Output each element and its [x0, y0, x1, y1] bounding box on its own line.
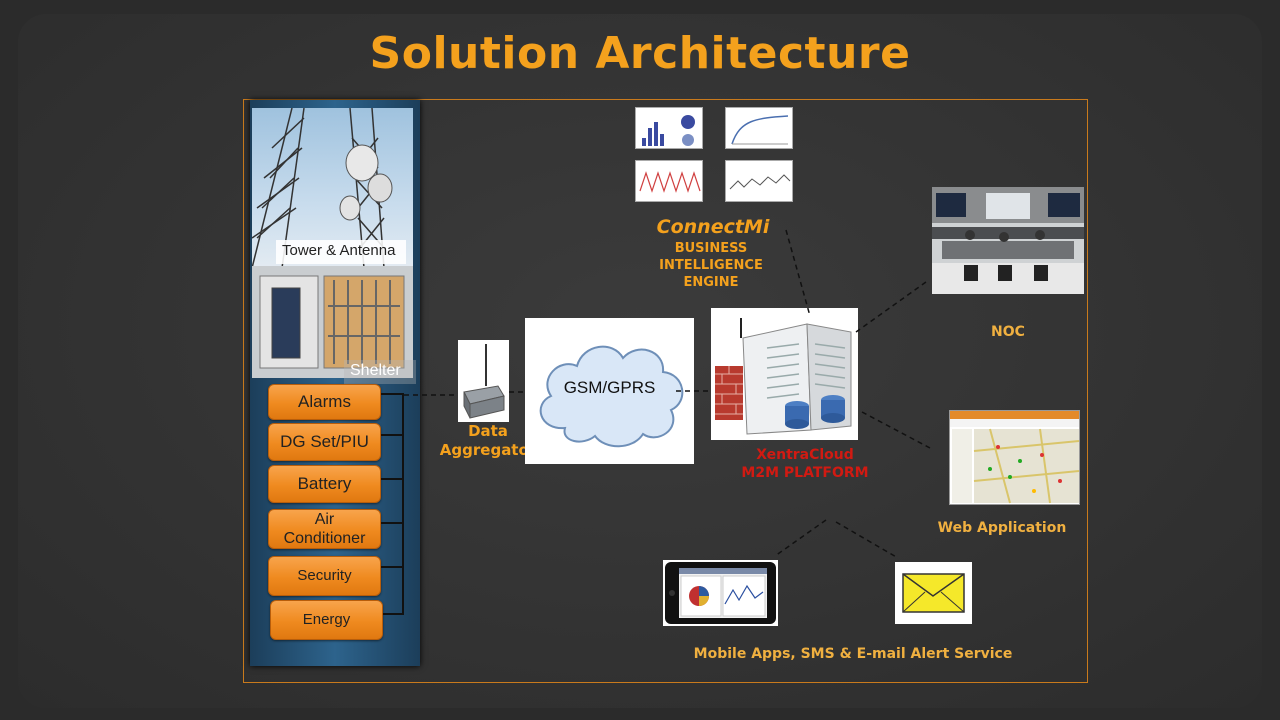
data-aggregator-device	[458, 340, 509, 422]
bus-tick	[381, 478, 403, 480]
noc-label: NOC	[991, 324, 1025, 340]
noc-image	[932, 187, 1084, 294]
bi-report-thumbnail[interactable]	[725, 160, 793, 202]
cloud-icon	[539, 345, 684, 448]
line-chart-icon	[639, 171, 701, 193]
map-icon	[950, 411, 1079, 504]
bi-report-thumbnail[interactable]	[635, 160, 703, 202]
web-application-label: Web Application	[937, 520, 1067, 536]
shelter-label: Shelter	[344, 360, 416, 384]
email-alert-box[interactable]	[895, 562, 972, 624]
shelter-image	[252, 266, 413, 378]
bi-engine-line2: INTELLIGENCE	[659, 258, 763, 273]
data-aggregator-label: Data Aggregator	[428, 422, 548, 460]
sensor-alarms-button[interactable]: Alarms	[268, 384, 381, 420]
connector-bi-platform	[785, 229, 811, 317]
mobile-alert-label: Mobile Apps, SMS & E-mail Alert Service	[693, 646, 1013, 662]
tower-icon	[252, 108, 393, 268]
connector-platform-mobile	[774, 519, 827, 557]
connector-platform-web	[861, 411, 931, 449]
sensor-air-conditioner-button[interactable]: Air Conditioner	[268, 509, 381, 549]
bus-tick	[381, 566, 403, 568]
web-application-screenshot[interactable]	[949, 410, 1080, 505]
network-box: GSM/GPRS	[525, 318, 694, 464]
tablet-icon	[665, 562, 776, 624]
platform-label: XentraCloud M2M PLATFORM	[730, 446, 880, 482]
router-icon	[463, 344, 505, 419]
sensor-dg-set-button[interactable]: DG Set/PIU	[268, 423, 381, 461]
bi-engine-label: BUSINESS INTELLIGENCE ENGINE	[640, 240, 782, 291]
server-icon	[715, 318, 852, 435]
bus-tick	[381, 522, 403, 524]
sensor-bus-line	[402, 393, 404, 615]
connector-platform-email	[835, 521, 899, 559]
data-aggregator-label-line1: Data	[468, 422, 508, 440]
mobile-app-device[interactable]	[663, 560, 778, 626]
bi-brand-label: ConnectMi	[656, 216, 770, 238]
diagram-frame	[243, 99, 1088, 683]
curve-chart-icon	[731, 115, 789, 145]
slide-title: Solution Architecture	[369, 28, 911, 79]
spark-chart-icon	[729, 174, 791, 190]
bus-tick	[381, 434, 403, 436]
sensor-energy-button[interactable]: Energy	[270, 600, 383, 640]
platform-server	[711, 308, 858, 440]
sensor-battery-button[interactable]: Battery	[268, 465, 381, 503]
envelope-icon	[902, 573, 965, 613]
data-aggregator-label-line2: Aggregator	[439, 441, 537, 459]
bi-engine-line1: BUSINESS	[674, 241, 748, 256]
connector-platform-noc	[855, 281, 927, 333]
platform-label-line1: XentraCloud	[756, 447, 854, 463]
tower-label: Tower & Antenna	[276, 240, 406, 264]
network-label: GSM/GPRS	[563, 378, 656, 397]
bi-engine-line3: ENGINE	[683, 275, 739, 290]
bar-chart-icon	[642, 115, 695, 146]
control-room-icon	[932, 187, 1084, 294]
bi-report-thumbnail[interactable]	[635, 107, 703, 149]
bus-tick	[381, 393, 403, 395]
platform-label-line2: M2M PLATFORM	[741, 465, 869, 481]
bi-report-thumbnail[interactable]	[725, 107, 793, 149]
sensor-security-button[interactable]: Security	[268, 556, 381, 596]
shelter-icon	[252, 266, 413, 378]
bus-tick	[383, 613, 403, 615]
